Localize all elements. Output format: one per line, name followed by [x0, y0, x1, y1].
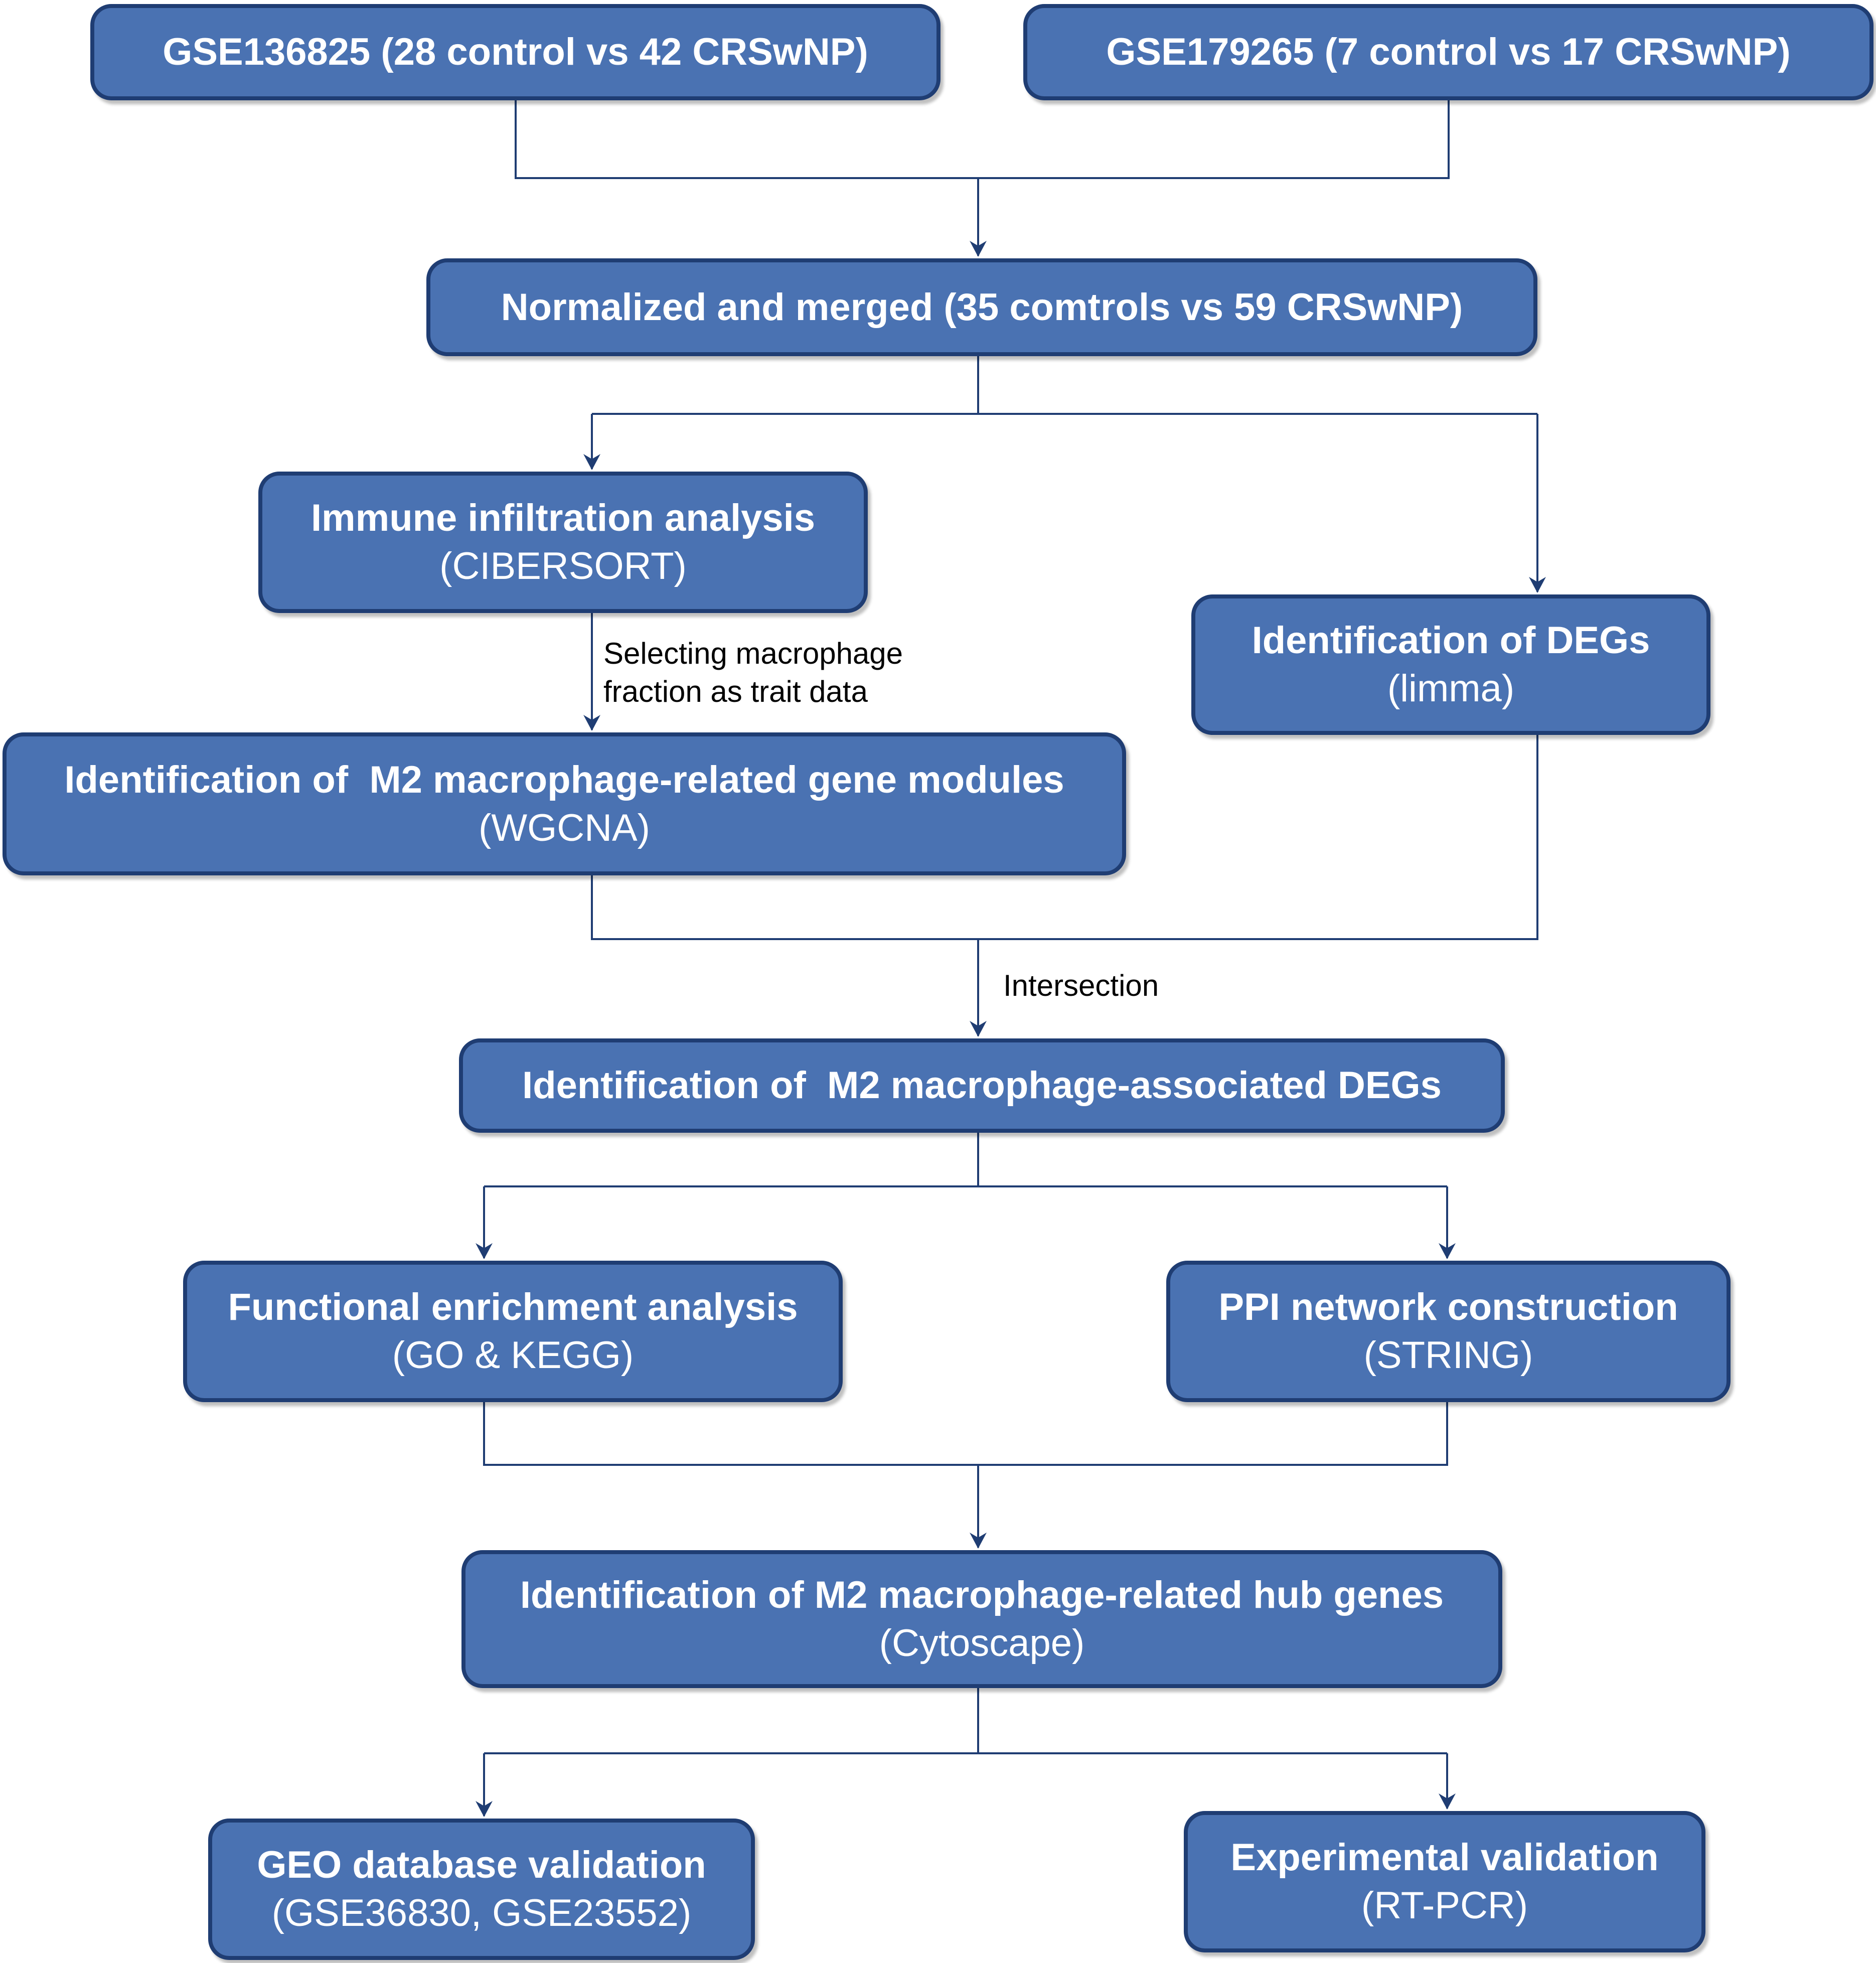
- box-gse179265-title: GSE179265 (7 control vs 17 CRSwNP): [1106, 31, 1791, 73]
- box-experimental-validation-subtitle: (RT-PCR): [1361, 1884, 1528, 1927]
- connector-m2-degs-split: [484, 1133, 1447, 1187]
- box-geo-validation-subtitle: (GSE36830, GSE23552): [271, 1892, 692, 1934]
- note-selecting-macrophage: Selecting macrophage fraction as trait d…: [603, 637, 903, 708]
- box-merged: Normalized and merged (35 comtrols vs 59…: [426, 258, 1537, 356]
- box-ppi-network-subtitle: (STRING): [1363, 1334, 1533, 1377]
- box-experimental-validation: Experimental validation (RT-PCR): [1184, 1811, 1705, 1952]
- connector-gse136825-to-merged: [515, 100, 978, 179]
- box-experimental-validation-title: Experimental validation: [1230, 1836, 1659, 1879]
- connector-enrichment-ppi-join: [483, 1402, 1448, 1466]
- box-gse179265: GSE179265 (7 control vs 17 CRSwNP): [1023, 4, 1873, 100]
- box-wgcna-subtitle: (WGCNA): [479, 806, 650, 849]
- box-immune-infiltration-title: Immune infiltration analysis: [310, 497, 816, 539]
- box-m2-associated-degs-title: Identification of M2 macrophage-associat…: [522, 1064, 1442, 1107]
- box-hub-genes-title: Identification of M2 macrophage-related …: [520, 1573, 1444, 1616]
- box-geo-validation: GEO database validation (GSE36830, GSE23…: [208, 1819, 755, 1960]
- box-wgcna: Identification of M2 macrophage-related …: [3, 732, 1126, 875]
- box-geo-validation-title: GEO database validation: [257, 1844, 706, 1886]
- connector-hub-split: [484, 1688, 1447, 1754]
- box-functional-enrichment: Functional enrichment analysis (GO & KEG…: [183, 1261, 843, 1402]
- box-gse136825: GSE136825 (28 control vs 42 CRSwNP): [90, 4, 941, 100]
- connector-merged-split: [592, 356, 1537, 415]
- box-identification-degs-title: Identification of DEGs: [1252, 619, 1650, 662]
- box-wgcna-title: Identification of M2 macrophage-related …: [64, 758, 1064, 801]
- connector-gse179265-to-merged: [978, 100, 1450, 179]
- box-gse136825-title: GSE136825 (28 control vs 42 CRSwNP): [163, 31, 868, 73]
- box-immune-infiltration-subtitle: (CIBERSORT): [439, 545, 687, 587]
- box-m2-associated-degs: Identification of M2 macrophage-associat…: [459, 1038, 1505, 1133]
- box-hub-genes: Identification of M2 macrophage-related …: [461, 1550, 1502, 1688]
- box-functional-enrichment-title: Functional enrichment analysis: [228, 1286, 798, 1328]
- box-merged-title: Normalized and merged (35 comtrols vs 59…: [501, 285, 1463, 329]
- box-immune-infiltration: Immune infiltration analysis (CIBERSORT): [258, 472, 868, 613]
- note-intersection: Intersection: [1003, 969, 1159, 1002]
- box-hub-genes-subtitle: (Cytoscape): [879, 1621, 1085, 1665]
- box-ppi-network-title: PPI network construction: [1218, 1286, 1678, 1328]
- box-ppi-network: PPI network construction (STRING): [1166, 1261, 1731, 1402]
- box-identification-degs: Identification of DEGs (limma): [1191, 594, 1710, 735]
- box-identification-degs-subtitle: (limma): [1387, 667, 1515, 710]
- connector-wgcna-degs-join: [591, 735, 1538, 940]
- box-functional-enrichment-subtitle: (GO & KEGG): [392, 1334, 634, 1377]
